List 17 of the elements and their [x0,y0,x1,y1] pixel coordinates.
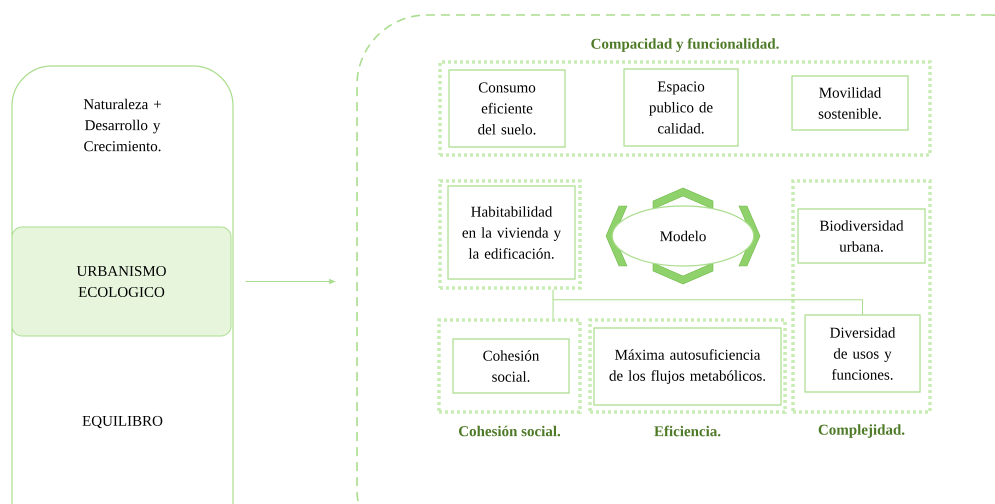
connector [245,278,335,284]
concept-box: Cohesión social. [452,338,570,394]
dotted-group [438,179,582,290]
node-label: Complejidad. [818,424,904,438]
node-label: Compacidad y funcionalidad. [591,38,779,52]
connector [552,289,863,315]
concept-box: Consumo eficiente del suelo. [448,69,566,148]
concept-box: Movilidad sostenible. [791,75,909,131]
dashed-region [356,14,995,504]
concept-box: Habitabilidad en la vivienda y la edificación. [447,185,576,280]
concept-box: Diversidad de usos y funciones. [804,314,921,393]
concept-box: Máxima autosuficiencia de los flujos metabólicos. [593,327,782,406]
node-label: Eficiencia. [654,426,720,436]
concept-box: Espacio publico de calidad. [623,68,739,147]
concept-box: Biodiversidad urbana. [797,208,926,264]
highlight-band: URBANISMO ECOLOGICO [12,226,232,336]
node-label: Cohesión social. [458,426,560,436]
